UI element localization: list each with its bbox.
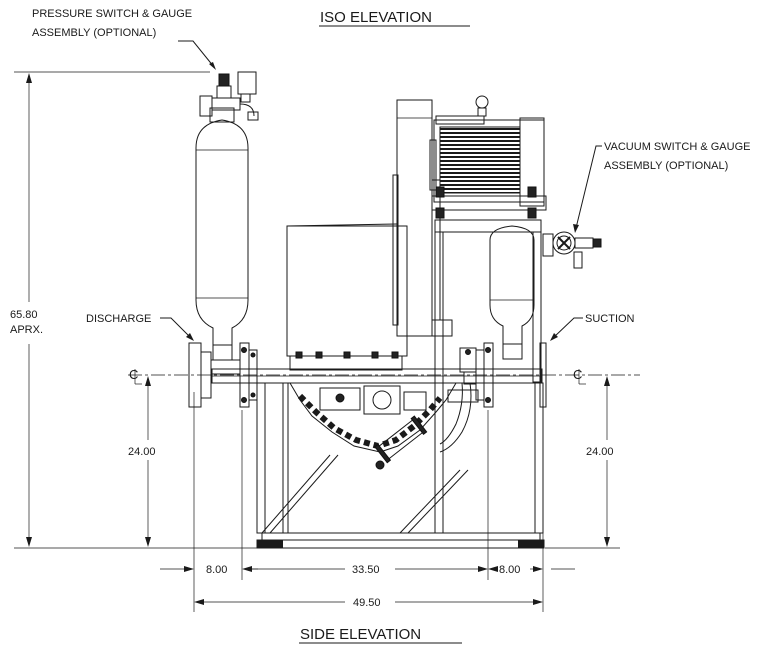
- perforated-guard: [286, 223, 408, 357]
- vacuum-callout-line1: VACUUM SWITCH & GAUGE: [604, 141, 750, 153]
- overall-height-dimension: 65.80 APRX.: [10, 71, 258, 549]
- right-offset-dimension: 8.00: [488, 564, 575, 576]
- side-elevation-title-text: SIDE ELEVATION: [300, 626, 421, 643]
- discharge-pulsation-dampener: [195, 71, 259, 361]
- pump-body: [289, 351, 479, 470]
- iso-elevation-title-text: ISO ELEVATION: [320, 9, 432, 26]
- iso-elevation-title: ISO ELEVATION: [319, 9, 470, 27]
- suction-stabilizer: [489, 225, 535, 360]
- pressure-callout-line1: PRESSURE SWITCH & GAUGE: [32, 8, 192, 20]
- vacuum-gauge-assembly: [542, 231, 602, 269]
- left-offset-value: 8.00: [206, 564, 227, 576]
- side-elevation-title: SIDE ELEVATION: [299, 626, 462, 644]
- pressure-callout-line2: ASSEMBLY (OPTIONAL): [32, 27, 156, 39]
- electric-motor: [429, 95, 547, 219]
- discharge-label: DISCHARGE: [86, 313, 151, 325]
- motor-stand: [434, 219, 542, 534]
- suction-leader: [550, 317, 583, 341]
- main-manifold: [211, 368, 543, 384]
- right-cl-height-value: 24.00: [586, 446, 614, 458]
- overall-height-note: APRX.: [10, 324, 43, 336]
- left-offset-dimension: 8.00: [160, 564, 258, 576]
- vacuum-callout-line2: ASSEMBLY (OPTIONAL): [604, 160, 728, 172]
- discharge-flange: [188, 342, 258, 408]
- width-extension-lines: [193, 392, 544, 612]
- left-cl-height-value: 24.00: [128, 446, 156, 458]
- suction-label: SUCTION: [585, 313, 635, 325]
- discharge-leader: [160, 317, 194, 341]
- centerline-symbol-right: C: [573, 367, 586, 385]
- right-cl-height-dimension: 24.00: [545, 376, 620, 549]
- svg-text:C: C: [129, 367, 138, 382]
- left-cl-height-dimension: 24.00: [128, 376, 156, 547]
- frame-width-dimension: 33.50: [250, 564, 488, 576]
- overall-width-value: 49.50: [353, 597, 381, 609]
- svg-text:C: C: [573, 367, 582, 382]
- vacuum-leader: [573, 145, 602, 233]
- overall-width-dimension: 49.50: [194, 597, 543, 609]
- pressure-leader: [178, 40, 216, 70]
- overall-height-value: 65.80: [10, 309, 38, 321]
- right-offset-value: 8.00: [499, 564, 520, 576]
- centerline-symbol-left: C: [129, 367, 142, 385]
- frame-width-value: 33.50: [352, 564, 380, 576]
